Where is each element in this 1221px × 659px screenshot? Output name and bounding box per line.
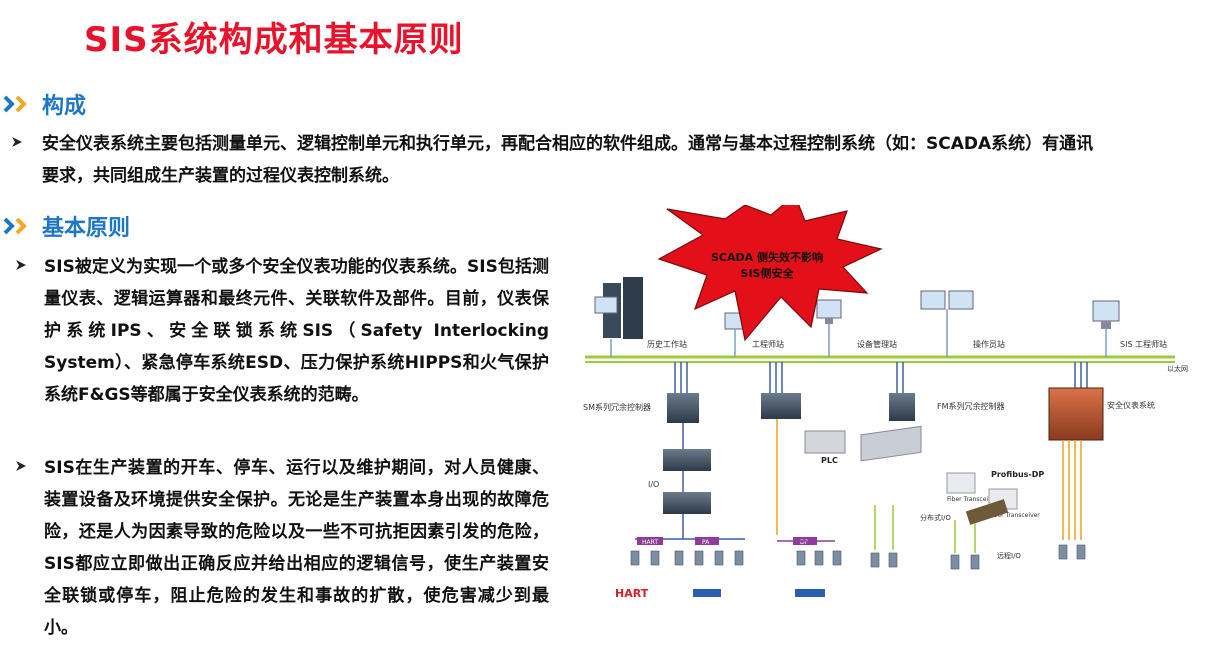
- station-label-history: 历史工作站: [647, 339, 687, 349]
- scada-failure-starburst: SCADA 侧失效不影响 SIS侧安全: [657, 205, 883, 342]
- hart-bus-label: HART: [642, 539, 658, 546]
- fiber-transceiver-1: [946, 472, 976, 494]
- principle-bullet-1: SIS被定义为实现一个或多个安全仪表功能的仪表系统。SIS包括测量仪表、逻辑运算…: [14, 251, 554, 411]
- arrow-bullet-icon: [12, 137, 22, 147]
- hart-logo: HART: [615, 587, 649, 600]
- io-rack-1: [663, 449, 711, 471]
- fiber-label-1: Fiber Transceiver: [947, 496, 998, 503]
- starburst-line2: SIS侧安全: [741, 266, 795, 280]
- fm-controller-rack: [889, 393, 915, 421]
- distributed-io-modules: [860, 425, 922, 462]
- pa-bus-label: PA: [702, 539, 710, 546]
- section-label: 构成: [42, 94, 87, 119]
- double-chevron-icon: [3, 95, 27, 113]
- sm-controller-label: SM系列冗余控制器: [583, 402, 651, 412]
- history-workstation: 历史工作站: [594, 277, 687, 349]
- sm-controller-rack: [667, 393, 699, 423]
- dp-bus-label: DP: [800, 539, 809, 546]
- fieldbus-logos: [693, 589, 825, 597]
- plc-label: PLC: [821, 456, 838, 465]
- profibus-label: Profibus-DP: [991, 470, 1044, 479]
- hart-bus-tag: [637, 537, 663, 545]
- composition-text: 安全仪表系统主要包括测量单元、逻辑控制单元和执行单元，再配合相应的软件组成。通常…: [42, 134, 1094, 186]
- section-label: 基本原则: [42, 216, 131, 241]
- ethernet-label: 以太网: [1167, 364, 1188, 373]
- svg-text:HART: HART: [615, 587, 649, 600]
- plc-unit: [804, 430, 846, 454]
- fm-controller-label: FM系列冗余控制器: [937, 401, 1005, 411]
- sis-engineer-station: SIS 工程师站: [1092, 300, 1167, 349]
- io-rack-2: [663, 492, 711, 514]
- sis-system-label: 安全仪表系统: [1107, 400, 1155, 410]
- central-controller: [761, 393, 801, 419]
- arrow-bullet-icon: [16, 260, 26, 270]
- section-principles-heading: 基本原则: [2, 210, 130, 242]
- remote-io-module: [965, 499, 1009, 525]
- sis-system-cabinet: [1048, 387, 1104, 441]
- distributed-io-label: 分布式I/O: [920, 513, 951, 522]
- double-chevron-icon: [3, 217, 27, 235]
- field-instruments: [630, 544, 1086, 570]
- sis-network-diagram: 历史工作站 工程师站 设备管理站 操作员站 SIS 工程师站 以太网 S: [583, 205, 1188, 600]
- principle-text-1: SIS被定义为实现一个或多个安全仪表功能的仪表系统。SIS包括测量仪表、逻辑运算…: [44, 257, 549, 405]
- page-title: SIS系统构成和基本原则: [84, 20, 464, 60]
- io-label: I/O: [648, 480, 659, 489]
- section-composition-heading: 构成: [2, 88, 86, 120]
- arrow-bullet-icon: [16, 461, 26, 471]
- device-management-station: 设备管理站: [816, 299, 897, 349]
- starburst-line1: SCADA 侧失效不影响: [711, 250, 823, 264]
- station-label-operator: 操作员站: [973, 339, 1005, 349]
- principle-text-2: SIS在生产装置的开车、停车、运行以及维护期间，对人员健康、装置设备及环境提供安…: [44, 458, 549, 638]
- operator-station: 操作员站: [920, 290, 1005, 349]
- station-label-engineer: 工程师站: [752, 339, 784, 349]
- principle-bullet-2: SIS在生产装置的开车、停车、运行以及维护期间，对人员健康、装置设备及环境提供安…: [14, 452, 554, 644]
- remote-io-label: 远程I/O: [997, 551, 1021, 560]
- fiber-label-2: Fiber Transceiver: [989, 512, 1040, 519]
- pa-bus-tag: [695, 537, 719, 545]
- composition-bullet: 安全仪表系统主要包括测量单元、逻辑控制单元和执行单元，再配合相应的软件组成。通常…: [10, 128, 1100, 192]
- station-label-sis-engineer: SIS 工程师站: [1120, 339, 1167, 349]
- station-label-device-mgmt: 设备管理站: [857, 339, 897, 349]
